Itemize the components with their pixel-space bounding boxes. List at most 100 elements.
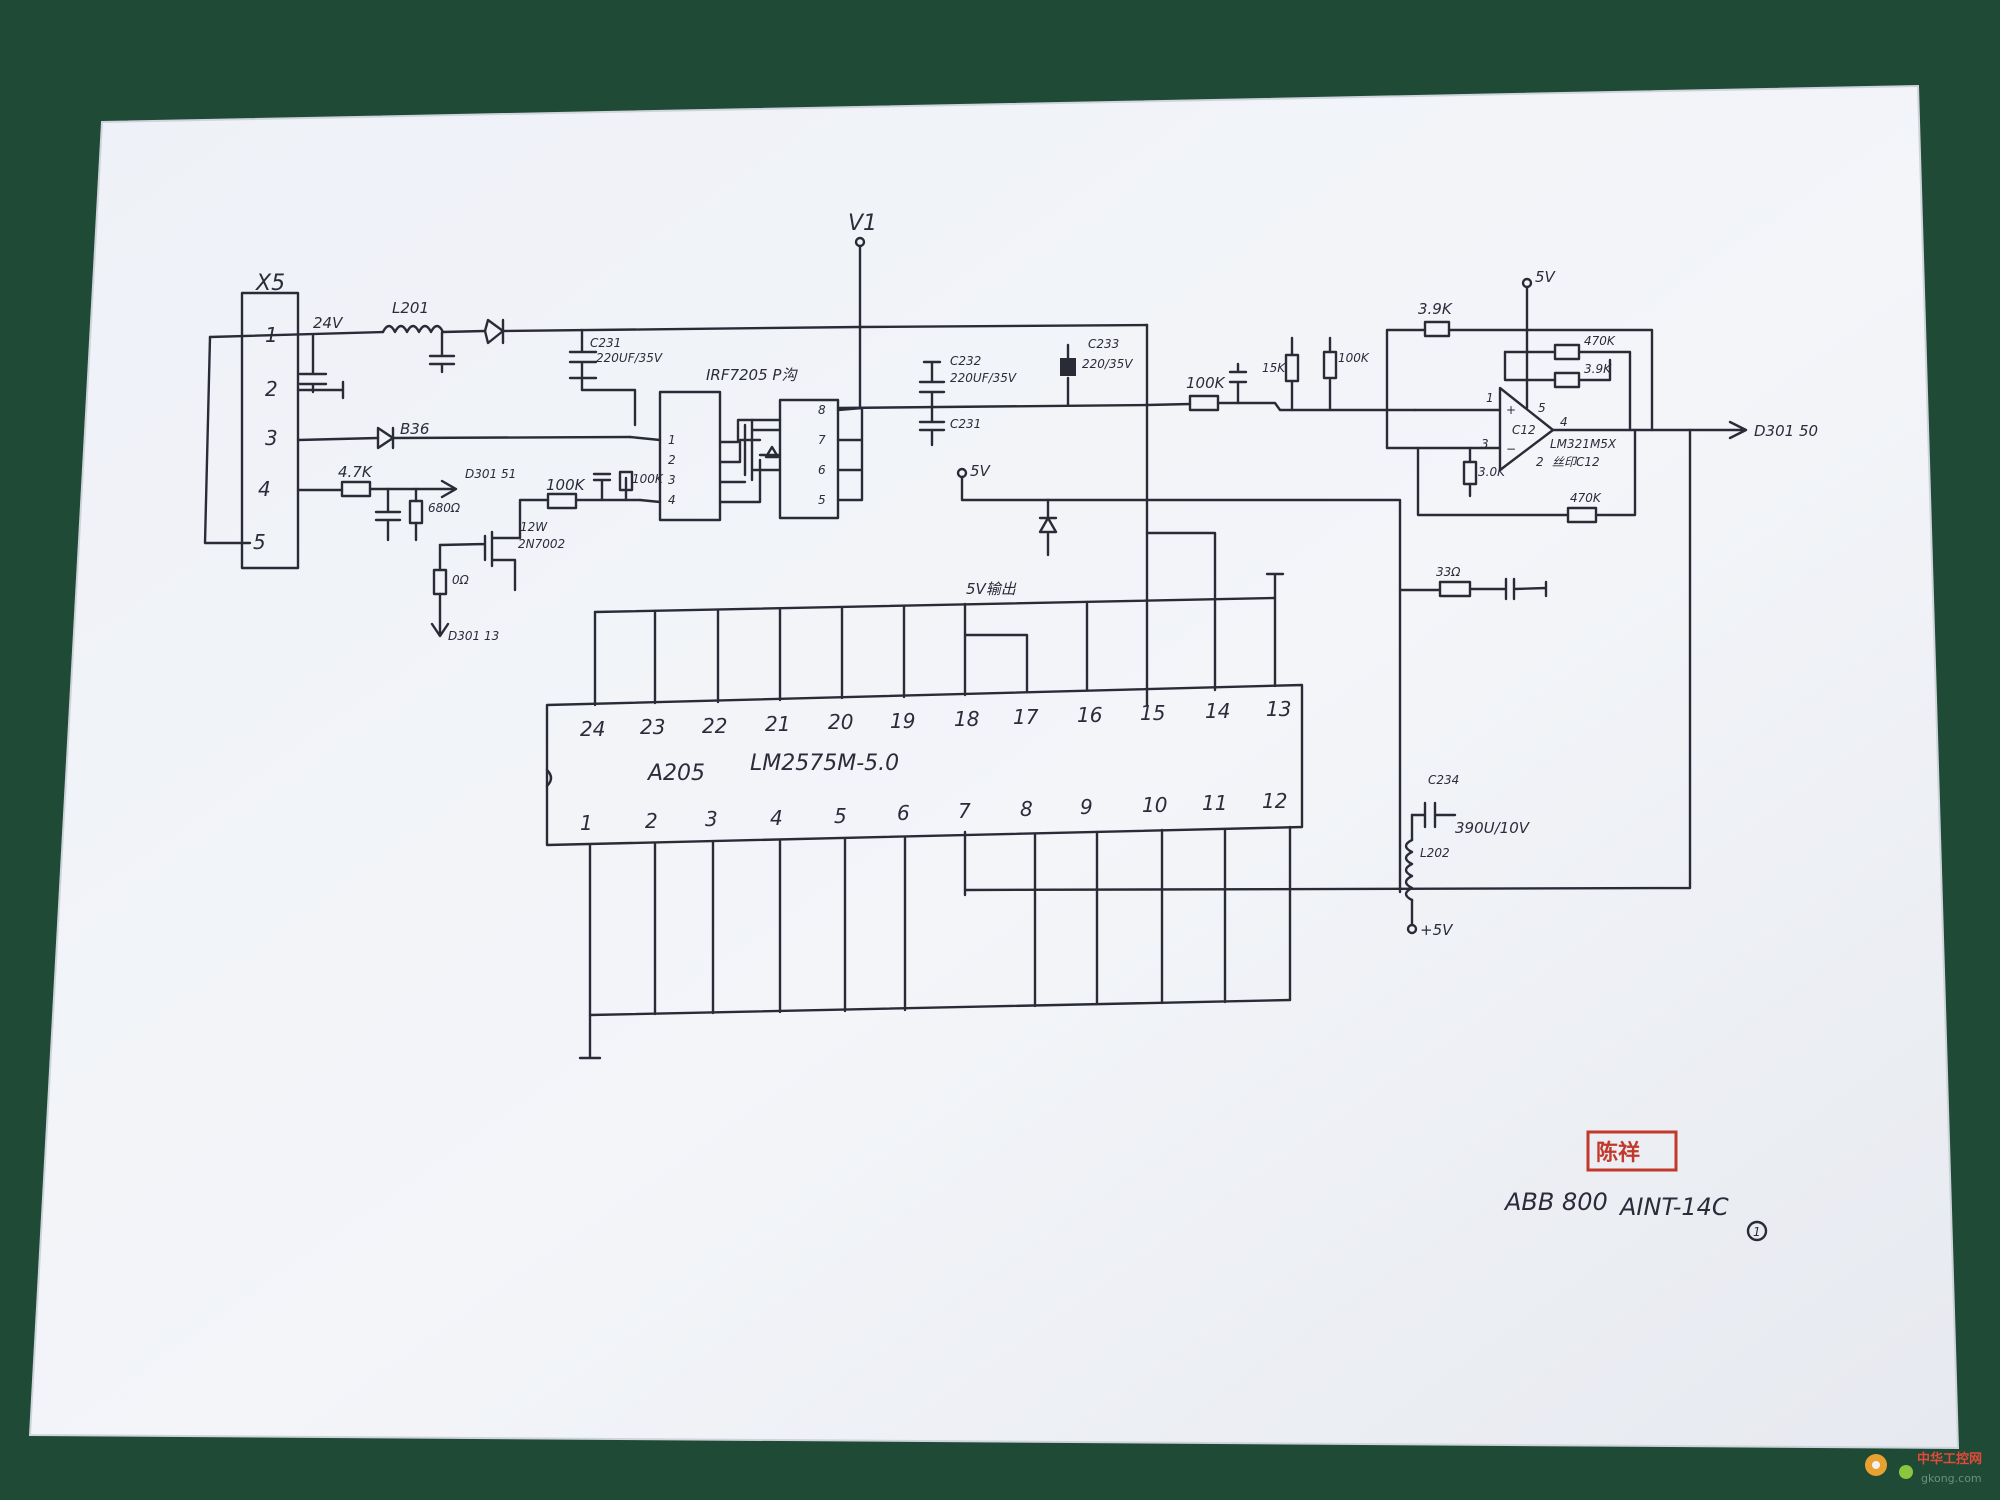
mosfet-pin: 2 <box>668 453 676 467</box>
mosfet-pin: 7 <box>818 433 826 447</box>
label-c231: C231 <box>590 336 621 350</box>
ic-pin: 24 <box>580 717 605 741</box>
label-c231-bottom: C231 <box>950 417 981 431</box>
label-c234-value: 390U/10V <box>1455 819 1531 837</box>
label-l201: L201 <box>392 299 429 317</box>
ic-pin: 8 <box>1020 797 1033 821</box>
mosfet-irf7205: IRF7205 P沟 1 2 3 4 8 7 6 5 <box>658 366 864 522</box>
opamp-pin: 3 <box>1481 437 1489 451</box>
label-100k-in: 100K <box>1186 374 1226 392</box>
label-24v: 24V <box>313 314 344 332</box>
seal-stamp: 陈祥 <box>1586 1130 1678 1172</box>
ic-pin: 19 <box>890 709 915 733</box>
label-4.7k: 4.7K <box>338 463 373 481</box>
label-5v-out: +5V <box>1420 921 1454 939</box>
label-3.0k: 3.0K <box>1478 465 1506 479</box>
label-l202: L202 <box>1420 846 1450 860</box>
ic-pin: 20 <box>828 710 853 734</box>
mosfet-pin: 5 <box>818 493 826 507</box>
label-ic-part: LM2575M-5.0 <box>750 751 899 776</box>
ic-pin: 23 <box>640 715 665 739</box>
label-470k-b: 470K <box>1570 491 1602 505</box>
footer-sheet: 1 <box>1753 1225 1761 1239</box>
ic-pin: 1 <box>580 811 593 835</box>
label-470k-a: 470K <box>1584 334 1616 348</box>
label-c232-value: 220UF/35V <box>950 371 1017 385</box>
opamp-pin: 5 <box>1538 401 1546 415</box>
label-c234: C234 <box>1428 773 1459 787</box>
label-100k-b: 100K <box>1338 351 1370 365</box>
connector-pin: 4 <box>258 477 271 501</box>
opamp-pin: 4 <box>1560 415 1568 429</box>
label-opamp-mark: 丝印C12 <box>1552 455 1600 469</box>
ic-pin: 11 <box>1202 791 1227 815</box>
ic-pin: 10 <box>1142 793 1167 817</box>
label-0ohm: 0Ω <box>452 573 470 587</box>
mosfet-pin: 4 <box>668 493 676 507</box>
label-100k-gate: 100K <box>632 472 664 486</box>
footer-board: AINT-14C <box>1618 1193 1729 1221</box>
label-5v-mid: 5V <box>970 462 992 480</box>
label-c233-value: 220/35V <box>1082 357 1133 371</box>
ic-pin: 13 <box>1266 697 1291 721</box>
footer-model: ABB 800 <box>1503 1188 1608 1216</box>
ic-pin: 7 <box>958 799 971 823</box>
ic-pin: 15 <box>1140 701 1165 725</box>
ic-pin: 3 <box>705 807 718 831</box>
label-mosfet-part: 2N7002 <box>518 537 565 551</box>
net-d301-13: D301 13 <box>448 629 499 643</box>
opamp-pin: 1 <box>1486 391 1494 405</box>
ic-pin: 17 <box>1013 705 1039 729</box>
net-d301-51: D301 51 <box>465 467 516 481</box>
opamp-c12: + − C12 1 5 4 3 2 LM321M5X 丝印C12 <box>1481 386 1617 472</box>
ic-pin: 5 <box>834 804 847 828</box>
ic-pin: 4 <box>770 806 783 830</box>
ic-pin: 18 <box>954 707 979 731</box>
mosfet-pin: 3 <box>668 473 676 487</box>
ic-pin: 9 <box>1080 795 1093 819</box>
label-opamp-ref: C12 <box>1512 423 1536 437</box>
seal-text: 陈祥 <box>1596 1140 1640 1166</box>
label-b36: B36 <box>400 420 429 438</box>
label-opamp-part: LM321M5X <box>1550 437 1617 451</box>
ic-pin: 14 <box>1205 699 1230 723</box>
label-c231-value: 220UF/35V <box>596 351 663 365</box>
connector-pin: 2 <box>265 377 278 401</box>
mosfet-pin: 8 <box>818 403 826 417</box>
label-680: 680Ω <box>428 501 461 515</box>
ic-pin: 12 <box>1262 789 1287 813</box>
label-3.9k-a: 3.9K <box>1418 300 1453 318</box>
watermark-url: gkong.com <box>1921 1472 1982 1485</box>
ic-pin: 2 <box>645 809 658 833</box>
ic-lm2575: A205 LM2575M-5.0 24 23 22 21 20 19 18 17… <box>545 683 1304 847</box>
connector-pin: 3 <box>265 426 278 450</box>
label-33ohm: 33Ω <box>1436 565 1461 579</box>
label-mosfet-mark: 12W <box>520 520 548 534</box>
opamp-minus: − <box>1506 442 1516 456</box>
label-5v-output: 5V输出 <box>966 580 1017 598</box>
label-c233: C233 <box>1088 337 1119 351</box>
label-5v-top: 5V <box>1535 268 1557 286</box>
connector-name: X5 <box>255 271 285 296</box>
ic-pin: 6 <box>897 801 910 825</box>
mosfet-pin: 6 <box>818 463 826 477</box>
label-3.9k-b: 3.9K <box>1584 362 1612 376</box>
label-15k: 15K <box>1262 361 1286 375</box>
label-100k: 100K <box>546 476 586 494</box>
mosfet-pin: 1 <box>668 433 676 447</box>
watermark-brand: 中华工控网 <box>1917 1451 1982 1467</box>
connector-pin: 5 <box>253 530 266 554</box>
connector-x5: X5 1 2 3 4 5 <box>240 271 300 570</box>
label-ic-ref: A205 <box>646 761 705 786</box>
label-c232: C232 <box>950 354 981 368</box>
ic-pin: 16 <box>1077 703 1102 727</box>
opamp-pin: 2 <box>1536 455 1544 469</box>
ic-pin: 22 <box>702 714 727 738</box>
net-d301-50: D301 50 <box>1754 422 1818 440</box>
opamp-plus: + <box>1506 403 1516 417</box>
watermark-logo: 中华工控网 gkong.com <box>1865 1451 1982 1485</box>
label-irf7205: IRF7205 P沟 <box>706 366 798 384</box>
ic-pin: 21 <box>765 712 790 736</box>
